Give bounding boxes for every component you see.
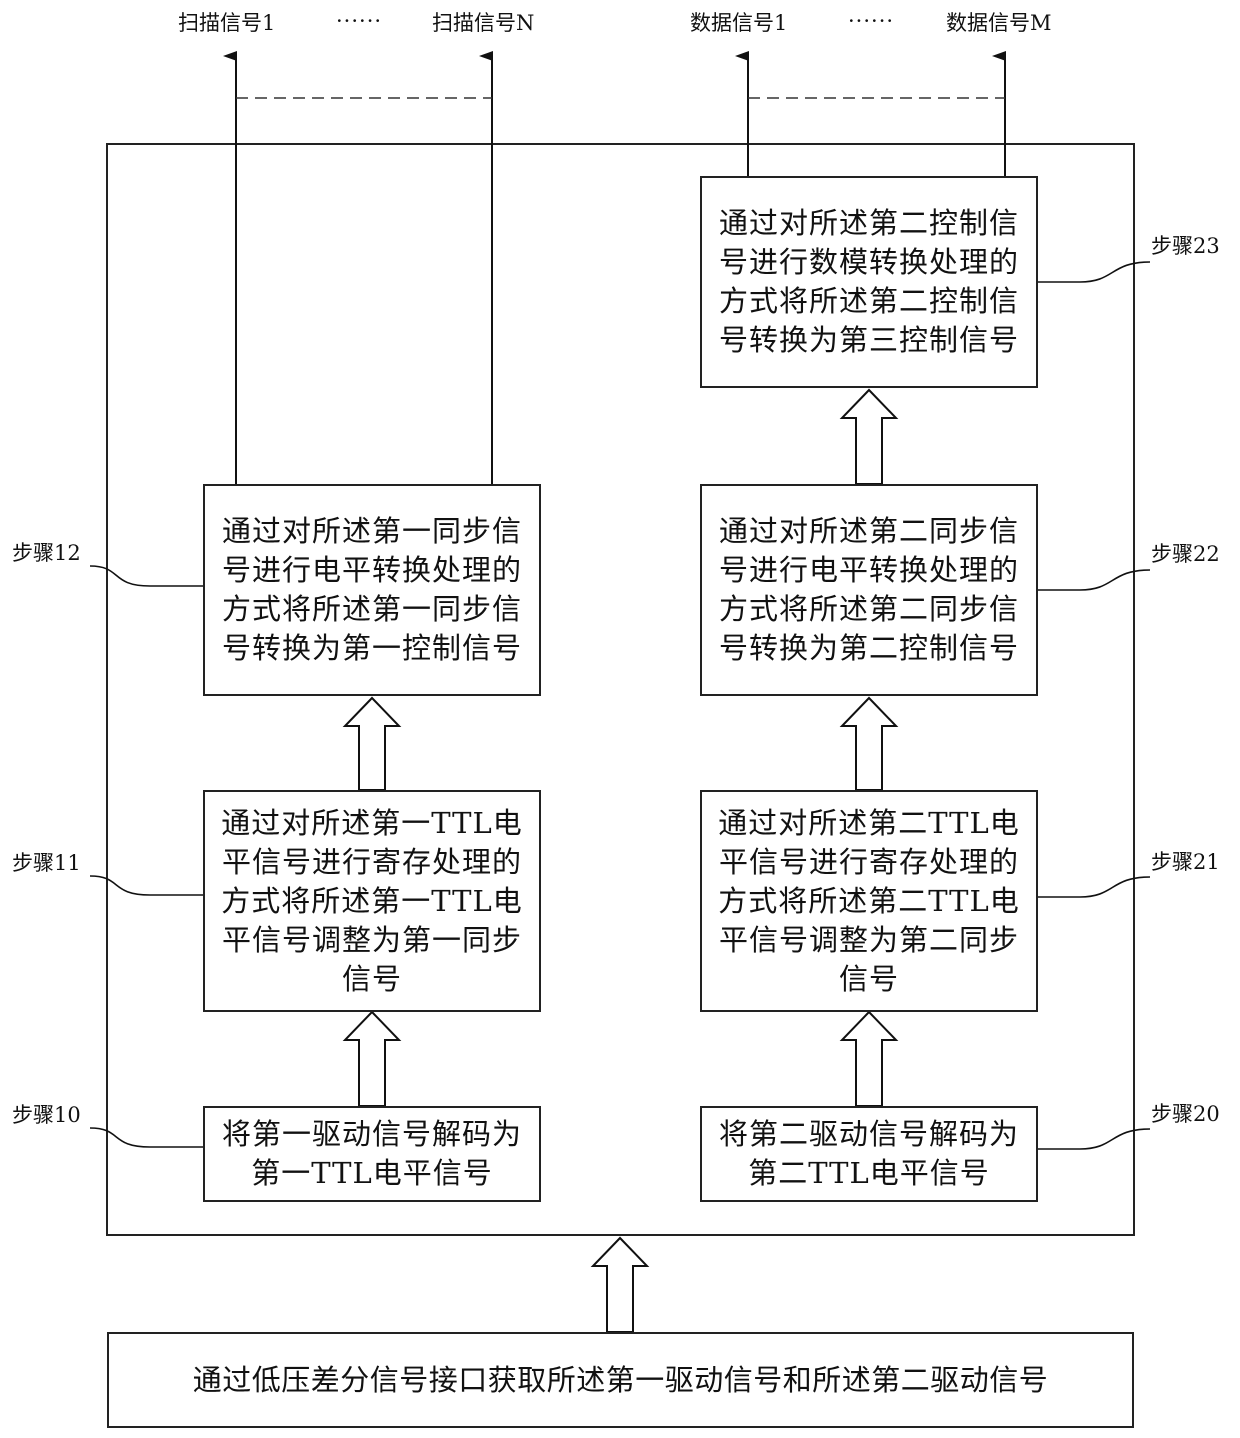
data-ellipsis: ······ (848, 9, 894, 33)
step-10-label: 步骤10 (12, 1103, 81, 1127)
step-23-text: 通过对所述第二控制信号进行数模转换处理的方式将所述第二控制信号转换为第三控制信号 (719, 204, 1019, 360)
arrow-s11-s12 (345, 698, 399, 790)
step-21-box: 通过对所述第二TTL电平信号进行寄存处理的方式将所述第二TTL电平信号调整为第二… (700, 790, 1038, 1012)
step-22-box: 通过对所述第二同步信号进行电平转换处理的方式将所述第二同步信号转换为第二控制信号 (700, 484, 1038, 696)
arrow-s21-s22 (842, 698, 896, 790)
step-12-box: 通过对所述第一同步信号进行电平转换处理的方式将所述第一同步信号转换为第一控制信号 (203, 484, 541, 696)
step-23-box: 通过对所述第二控制信号进行数模转换处理的方式将所述第二控制信号转换为第三控制信号 (700, 176, 1038, 388)
step-22-text: 通过对所述第二同步信号进行电平转换处理的方式将所述第二同步信号转换为第二控制信号 (719, 512, 1019, 668)
step-23-label: 步骤23 (1151, 234, 1220, 258)
step-11-text: 通过对所述第一TTL电平信号进行寄存处理的方式将所述第一TTL电平信号调整为第一… (208, 804, 536, 999)
step-21-label: 步骤21 (1151, 850, 1220, 874)
arrow-s20-s21 (842, 1012, 896, 1106)
scan-signal-1-label: 扫描信号1 (178, 11, 275, 35)
step-21-text: 通过对所述第二TTL电平信号进行寄存处理的方式将所述第二TTL电平信号调整为第二… (705, 804, 1033, 999)
scan-signal-n-label: 扫描信号N (432, 11, 534, 35)
lvds-input-box: 通过低压差分信号接口获取所述第一驱动信号和所述第二驱动信号 (107, 1332, 1134, 1428)
data-signal-1-label: 数据信号1 (690, 11, 787, 35)
arrow-s22-s23 (842, 390, 896, 484)
step-20-text: 将第二驱动信号解码为第二TTL电平信号 (719, 1115, 1019, 1193)
arrow-s10-s11 (345, 1012, 399, 1106)
step-20-label: 步骤20 (1151, 1102, 1220, 1126)
step-10-box: 将第一驱动信号解码为第一TTL电平信号 (203, 1106, 541, 1202)
lvds-input-text: 通过低压差分信号接口获取所述第一驱动信号和所述第二驱动信号 (193, 1361, 1049, 1400)
step-12-text: 通过对所述第一同步信号进行电平转换处理的方式将所述第一同步信号转换为第一控制信号 (222, 512, 522, 668)
step-10-text: 将第一驱动信号解码为第一TTL电平信号 (222, 1115, 522, 1193)
data-signal-m-label: 数据信号M (946, 11, 1052, 35)
step-22-label: 步骤22 (1151, 542, 1220, 566)
step-12-label: 步骤12 (12, 541, 81, 565)
step-20-box: 将第二驱动信号解码为第二TTL电平信号 (700, 1106, 1038, 1202)
scan-ellipsis: ······ (336, 9, 382, 33)
step-11-box: 通过对所述第一TTL电平信号进行寄存处理的方式将所述第一TTL电平信号调整为第一… (203, 790, 541, 1012)
step-11-label: 步骤11 (12, 851, 81, 875)
arrow-input-module (593, 1238, 647, 1332)
